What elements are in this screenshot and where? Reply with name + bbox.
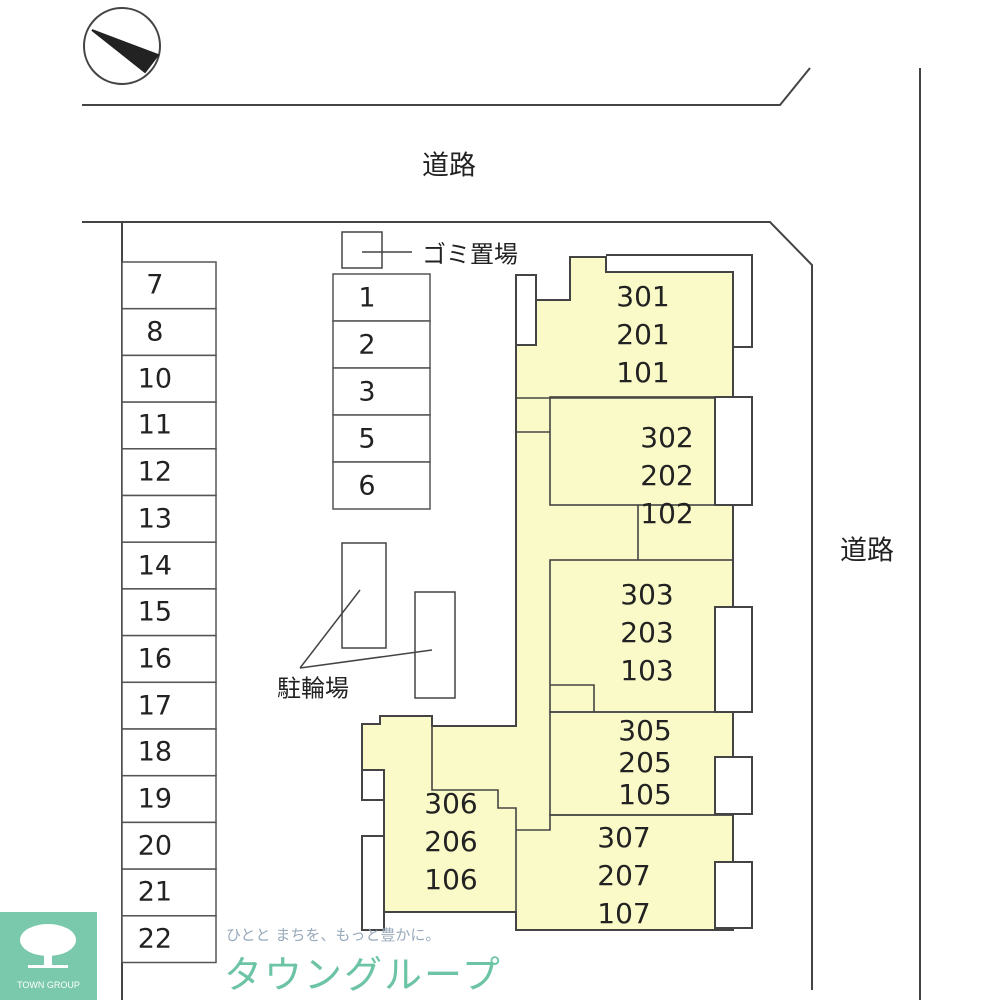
parking-space <box>121 728 217 777</box>
parking-number: 2 <box>358 329 376 360</box>
unit-number: 205 <box>618 746 672 779</box>
road-edge-top <box>82 67 811 106</box>
parking-space <box>121 868 217 917</box>
parking-number: 20 <box>137 830 173 862</box>
parking-space <box>121 774 217 824</box>
balcony <box>714 606 753 713</box>
unit-number: 306 <box>424 787 478 820</box>
unit-number: 105 <box>618 778 672 811</box>
bicycle-parking-1 <box>341 542 387 649</box>
parking-left-column <box>121 261 217 964</box>
garbage-label: ゴミ置場 <box>422 240 518 269</box>
parking-space <box>332 320 431 369</box>
bicycle-leader-line <box>299 589 361 669</box>
parking-space <box>121 915 217 964</box>
parking-space <box>121 634 217 684</box>
unit-number: 101 <box>616 356 670 389</box>
unit-number: 107 <box>597 897 651 930</box>
site-boundary <box>82 221 813 990</box>
brand-logo-text: TOWN GROUP <box>17 980 80 990</box>
parking-space <box>121 821 217 870</box>
parking-number: 5 <box>358 423 376 454</box>
parking-space <box>332 414 431 463</box>
parking-number: 18 <box>137 736 173 768</box>
unit-307-207-107: 307 207 107 <box>597 819 650 933</box>
parking-number: 15 <box>137 596 173 628</box>
parking-middle-column <box>332 273 431 510</box>
unit-number: 207 <box>597 859 651 892</box>
parking-number: 22 <box>137 923 173 955</box>
compass-circle <box>83 7 161 85</box>
unit-number: 103 <box>620 654 674 687</box>
unit-number: 206 <box>424 825 478 858</box>
balcony-frame <box>515 274 537 346</box>
brand-name: タウングループ <box>224 953 502 997</box>
parking-space <box>121 494 217 543</box>
road-label-top: 道路 <box>422 150 476 182</box>
unit-303-203-103: 303 203 103 <box>620 576 673 690</box>
balcony <box>714 756 753 815</box>
parking-space <box>121 588 217 637</box>
parking-number: 16 <box>137 643 173 675</box>
unit-number: 307 <box>597 821 651 854</box>
bicycle-parking-2 <box>414 591 456 699</box>
parking-number: 6 <box>358 470 376 501</box>
unit-number: 106 <box>424 863 478 896</box>
parking-space <box>121 448 217 497</box>
brand-tagline: ひとと まちを、もっと豊かに。 <box>226 926 441 944</box>
parking-space <box>332 367 431 416</box>
balcony <box>714 396 753 506</box>
parking-number: 10 <box>137 363 173 395</box>
unit-number: 301 <box>616 280 670 313</box>
parking-space <box>121 401 217 450</box>
unit-302-202-102: 302 202 102 <box>640 419 693 533</box>
parking-number: 13 <box>137 503 173 535</box>
garbage-area <box>341 231 383 269</box>
balcony <box>714 861 753 929</box>
unit-number: 303 <box>620 578 674 611</box>
parking-number: 11 <box>137 409 173 441</box>
unit-number: 102 <box>640 497 694 530</box>
unit-301-201-101: 301 201 101 <box>616 278 669 392</box>
parking-space <box>121 261 217 310</box>
unit-number: 305 <box>618 714 672 747</box>
parking-space <box>332 461 431 510</box>
parking-space <box>121 307 217 357</box>
unit-number: 302 <box>640 421 694 454</box>
brand-logo: TOWN GROUP <box>0 912 97 1000</box>
road-label-right: 道路 <box>840 535 894 567</box>
unit-number: 203 <box>620 616 674 649</box>
parking-number: 21 <box>137 876 173 908</box>
balcony-frame <box>361 835 385 931</box>
parking-number: 7 <box>146 269 164 301</box>
unit-306-206-106: 306 206 106 <box>424 785 477 899</box>
parking-space <box>121 354 217 403</box>
parking-number: 12 <box>137 456 173 488</box>
unit-number: 201 <box>616 318 670 351</box>
parking-number: 1 <box>358 282 376 313</box>
parking-number: 19 <box>137 783 173 815</box>
parking-number: 8 <box>146 316 164 348</box>
bicycle-leader-line <box>299 649 433 669</box>
parking-number: 14 <box>137 550 173 582</box>
parking-space <box>332 273 431 322</box>
parking-number: 17 <box>137 690 173 722</box>
unit-number: 202 <box>640 459 694 492</box>
bicycle-label: 駐輪場 <box>277 674 349 703</box>
tree-icon <box>20 924 76 968</box>
north-arrow-icon <box>91 29 160 74</box>
parking-number: 3 <box>358 376 376 407</box>
